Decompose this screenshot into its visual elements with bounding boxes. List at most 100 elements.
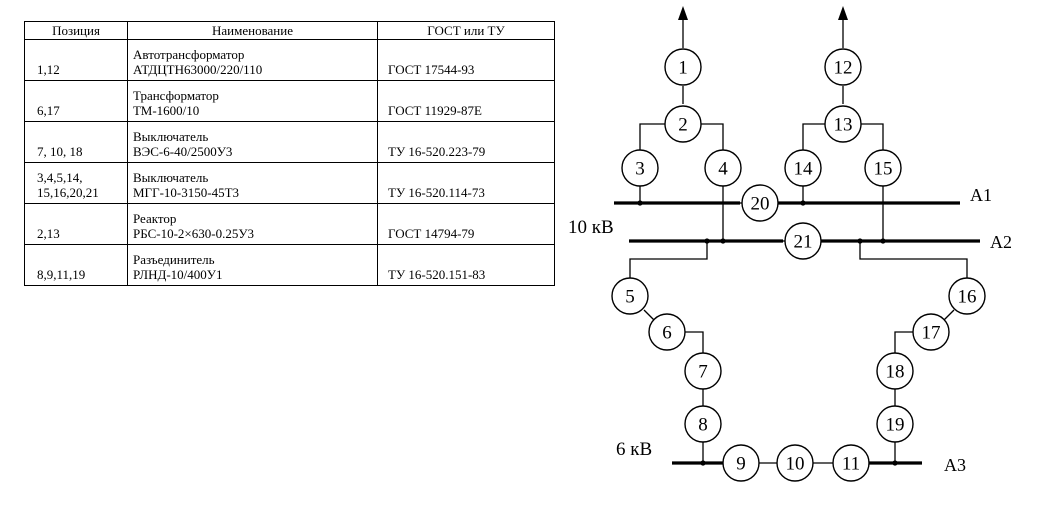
bus-label-a1: А1 xyxy=(970,185,992,205)
node-circle xyxy=(664,105,702,143)
position-text: 15,16,20,21 xyxy=(37,185,99,200)
position-text: 3,4,5,14, xyxy=(37,170,83,185)
standard-text: ТУ 16-520.223-79 xyxy=(388,144,486,159)
node-circle xyxy=(784,149,822,187)
node-5: 5 xyxy=(611,277,649,315)
node-circle xyxy=(611,277,649,315)
equipment-type: Автотрансформатор xyxy=(133,47,245,62)
standard-text: ТУ 16-520.114-73 xyxy=(388,185,485,200)
node-15: 15 xyxy=(864,149,902,187)
equipment-type: Выключатель xyxy=(133,129,209,144)
node-20: 20 xyxy=(741,184,779,222)
equipment-model: МГГ-10-3150-45Т3 xyxy=(133,185,240,200)
equipment-type: Трансформатор xyxy=(133,88,219,103)
standard-text: ГОСТ 14794-79 xyxy=(388,226,475,241)
node-7: 7 xyxy=(684,352,722,390)
junction-dot xyxy=(720,238,726,244)
junction-dot xyxy=(800,200,806,206)
node-label: 19 xyxy=(886,415,905,436)
arrow-up-icon xyxy=(678,6,688,20)
equipment-model: РБС-10-2×630-0.25У3 xyxy=(133,226,255,241)
standard-text: ТУ 16-520.151-83 xyxy=(388,267,486,282)
voltage-label-10kv: 10 кВ xyxy=(568,217,614,238)
node-13: 13 xyxy=(824,105,862,143)
node-4: 4 xyxy=(704,149,742,187)
node-2: 2 xyxy=(664,105,702,143)
standard-cell: ТУ 16-520.151-83 xyxy=(377,244,555,286)
position-cell: 6,17 xyxy=(24,80,128,122)
node-circle xyxy=(832,444,870,482)
node-label: 15 xyxy=(874,159,893,180)
position-cell: 3,4,5,14,15,16,20,21 xyxy=(24,162,128,204)
node-6: 6 xyxy=(648,313,686,351)
node-circle xyxy=(664,48,702,86)
node-16: 16 xyxy=(948,277,986,315)
node-circle xyxy=(876,405,914,443)
standard-cell: ТУ 16-520.114-73 xyxy=(377,162,555,204)
node-label: 3 xyxy=(635,159,645,180)
node-14: 14 xyxy=(784,149,822,187)
node-label: 21 xyxy=(794,232,813,253)
node-circle xyxy=(912,313,950,351)
node-19: 19 xyxy=(876,405,914,443)
voltage-label-6kv: 6 кВ xyxy=(616,439,652,460)
node-label: 11 xyxy=(842,454,860,475)
spec-table: Позиция Наименование ГОСТ или ТУ 1,12 Ав… xyxy=(24,21,555,286)
node-circle xyxy=(684,405,722,443)
node-circle xyxy=(684,352,722,390)
node-label: 2 xyxy=(678,115,688,136)
bus-label-a3: А3 xyxy=(944,455,966,475)
node-circle xyxy=(948,277,986,315)
node-circle xyxy=(864,149,902,187)
node-label: 17 xyxy=(922,323,941,344)
node-18: 18 xyxy=(876,352,914,390)
equipment-type: Разъединитель xyxy=(133,252,215,267)
position-text: 1,12 xyxy=(37,62,60,77)
standard-cell: ГОСТ 11929-87Е xyxy=(377,80,555,122)
node-circle xyxy=(784,222,822,260)
junction-dot xyxy=(880,238,886,244)
arrow-up-icon xyxy=(838,6,848,20)
position-text: 2,13 xyxy=(37,226,60,241)
node-12: 12 xyxy=(824,48,862,86)
node-label: 13 xyxy=(834,115,853,136)
equipment-model: АТДЦТН63000/220/110 xyxy=(133,62,263,77)
junction-dot xyxy=(637,200,643,206)
position-text: 6,17 xyxy=(37,103,60,118)
node-21: 21 xyxy=(784,222,822,260)
node-17: 17 xyxy=(912,313,950,351)
junction-dot xyxy=(700,460,706,466)
node-circle xyxy=(704,149,742,187)
node-label: 8 xyxy=(698,415,708,436)
node-label: 1 xyxy=(678,58,688,79)
equipment-model: ТМ-1600/10 xyxy=(133,103,200,118)
node-8: 8 xyxy=(684,405,722,443)
node-label: 12 xyxy=(834,58,853,79)
standard-cell: ГОСТ 17544-93 xyxy=(377,39,555,81)
node-circle xyxy=(824,48,862,86)
standard-text: ГОСТ 17544-93 xyxy=(388,62,475,77)
node-label: 18 xyxy=(886,362,905,383)
equipment-type: Реактор xyxy=(133,211,177,226)
equipment-model: РЛНД-10/400У1 xyxy=(133,267,223,282)
standard-text: ГОСТ 11929-87Е xyxy=(388,103,482,118)
equipment-type: Выключатель xyxy=(133,170,209,185)
node-circle xyxy=(876,352,914,390)
node-1: 1 xyxy=(664,48,702,86)
standard-cell: ТУ 16-520.223-79 xyxy=(377,121,555,163)
junction-dot xyxy=(857,238,863,244)
node-10: 10 xyxy=(776,444,814,482)
node-circle xyxy=(722,444,760,482)
node-label: 9 xyxy=(736,454,746,475)
bus-label-a2: А2 xyxy=(990,232,1012,252)
node-3: 3 xyxy=(621,149,659,187)
